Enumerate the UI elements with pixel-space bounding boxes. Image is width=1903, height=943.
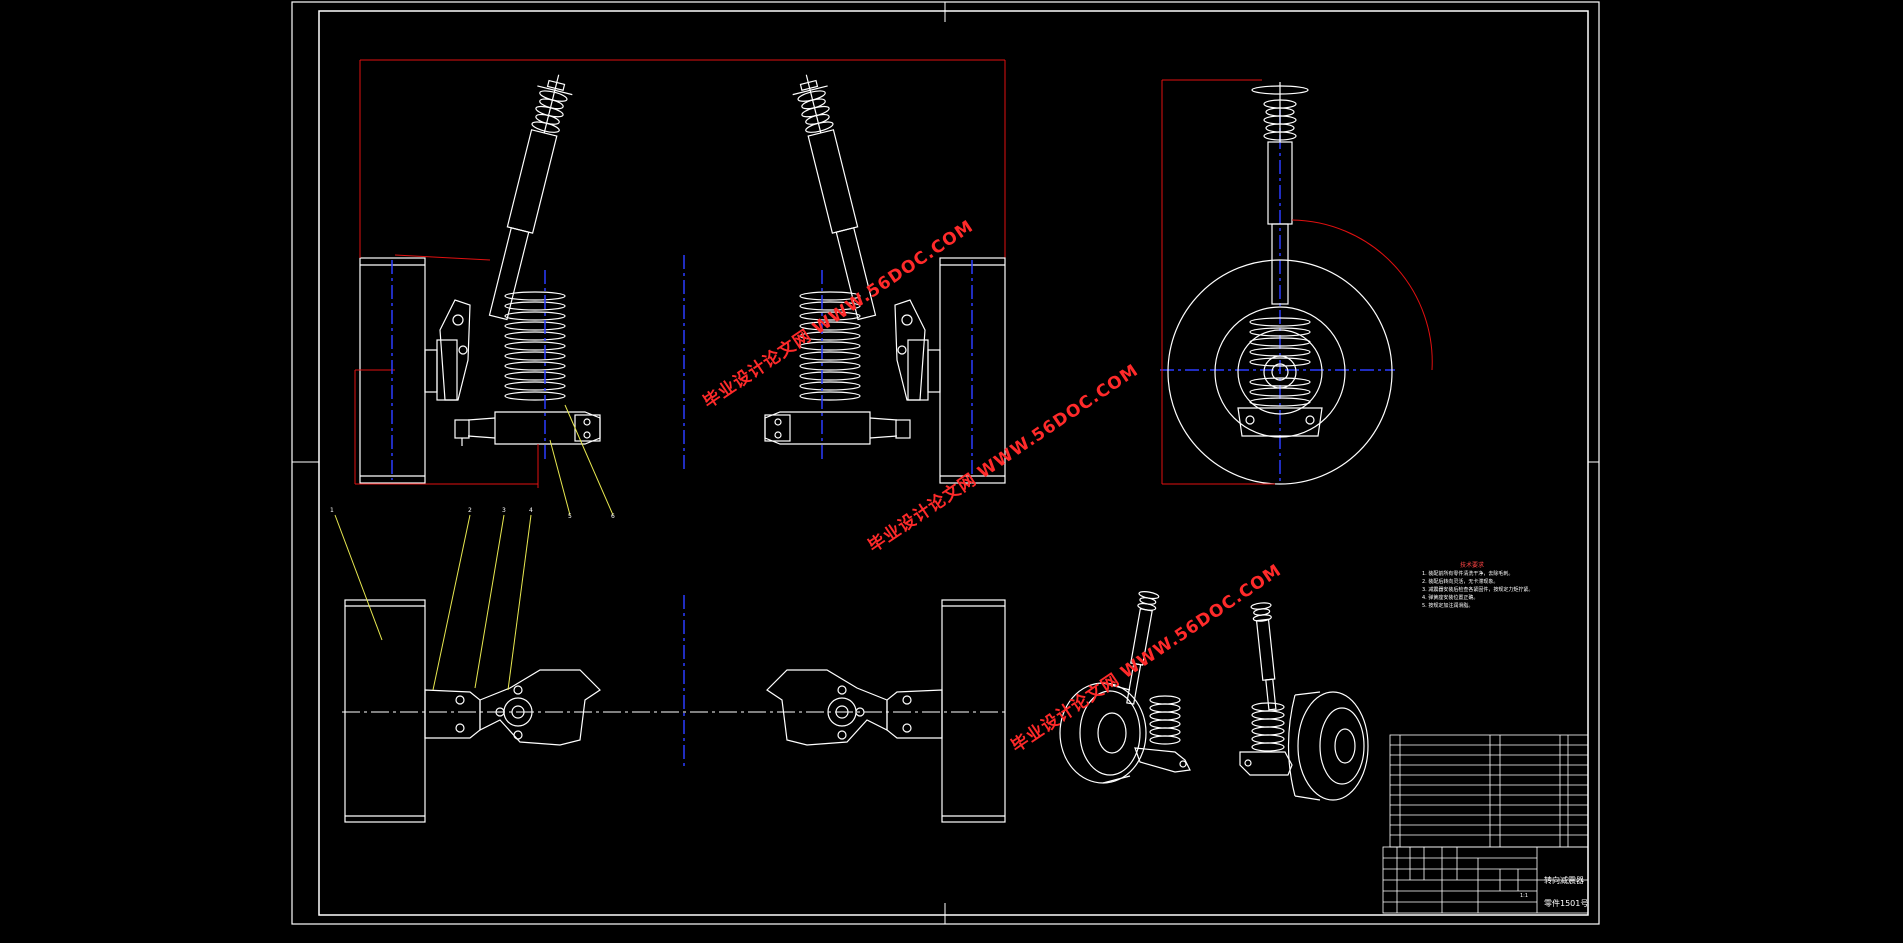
tech-req-line: 4. 弹簧座安装位置正确。	[1422, 595, 1479, 601]
technical-requirements: 技术要求 1. 装配前所有零件清洗干净，去除毛刺。 2. 装配后转向灵活，无卡滞…	[1422, 562, 1572, 610]
isometric-view-left	[1059, 591, 1191, 784]
parts-list-table	[1389, 734, 1589, 848]
drawing-scale: 1:1	[1520, 893, 1529, 899]
title-block	[1382, 846, 1589, 914]
svg-text:5: 5	[568, 513, 572, 520]
tech-req-line: 2. 装配后转向灵活，无卡滞现象。	[1422, 579, 1499, 585]
sheet-border	[291, 1, 1600, 925]
front-view-right-assembly	[764, 74, 1006, 484]
centerlines	[391, 110, 1395, 770]
front-view-left-dimensions	[354, 59, 1006, 488]
part-number-labels: 1 2 3 4 5 6	[330, 507, 615, 520]
tech-req-line: 1. 装配前所有零件清洗干净，去除毛刺。	[1422, 571, 1514, 577]
isometric-view-right	[1239, 602, 1369, 801]
drawing-number: 零件1501号	[1544, 899, 1589, 908]
side-view-dimensions	[1161, 79, 1433, 485]
svg-text:6: 6	[611, 513, 615, 520]
front-view-left-assembly	[359, 74, 601, 484]
svg-text:3: 3	[502, 507, 506, 514]
svg-text:2: 2	[468, 507, 472, 514]
tech-req-line: 3. 减震器安装后检查各紧固件，按规定力矩拧紧。	[1422, 587, 1534, 593]
drawing-title: 转向减震器	[1544, 876, 1584, 885]
leader-lines	[334, 404, 614, 691]
side-view-assembly	[1167, 82, 1393, 485]
svg-text:1: 1	[330, 507, 334, 514]
top-view-assembly	[344, 599, 1006, 823]
technical-requirements-title: 技术要求	[1460, 562, 1485, 569]
tech-req-line: 5. 按规定加注润滑脂。	[1422, 603, 1474, 609]
svg-text:4: 4	[529, 507, 533, 514]
